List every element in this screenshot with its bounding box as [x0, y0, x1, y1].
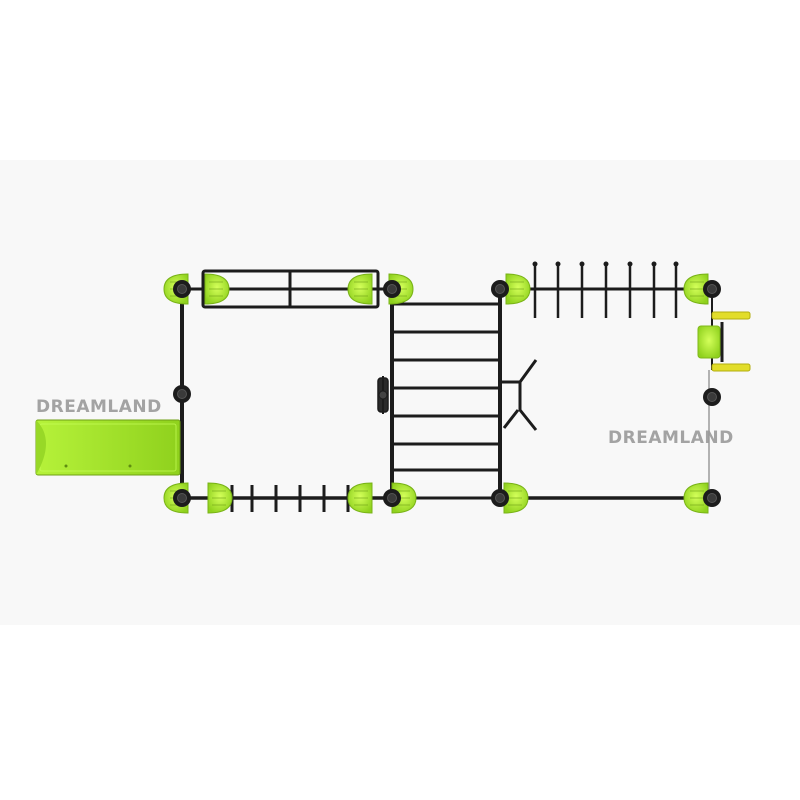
- hanging-rings-top: [532, 261, 679, 318]
- post-cap-inner: [495, 284, 505, 294]
- post-caps: [173, 280, 721, 507]
- post-cap-inner: [177, 284, 187, 294]
- post-cap-inner: [495, 493, 505, 503]
- ring-knob: [555, 261, 561, 267]
- post-cap-inner: [707, 284, 717, 294]
- ring-knob: [579, 261, 585, 267]
- post-cap-inner: [707, 392, 717, 402]
- post-cap-inner: [707, 493, 717, 503]
- post-cap-inner: [387, 284, 397, 294]
- green-corner-panel-icon: [503, 482, 529, 514]
- green-corner-panel-icon: [683, 273, 709, 305]
- green-corner-panel-icon: [207, 482, 233, 514]
- watermark-right: DREAMLAND: [608, 428, 734, 448]
- side-step-bars: [697, 311, 751, 372]
- green-corner-panel-icon: [683, 482, 709, 514]
- bridge-rungs: [392, 330, 500, 472]
- green-corner-panel-icon: [204, 273, 230, 305]
- ring-knob: [673, 261, 679, 267]
- green-corner-panel-icon: [347, 482, 373, 514]
- ring-knob: [627, 261, 633, 267]
- watermark-left: DREAMLAND: [36, 397, 162, 417]
- ring-knob: [603, 261, 609, 267]
- hanging-rings-bottom: [220, 485, 360, 512]
- climbing-grip-icon: [377, 376, 389, 414]
- green-corner-panel-icon: [505, 273, 531, 305]
- slide-icon: [35, 419, 181, 476]
- ring-knob: [532, 261, 538, 267]
- green-corner-panel-icon: [347, 273, 373, 305]
- post-cap-inner: [177, 493, 187, 503]
- post-cap-inner: [387, 493, 397, 503]
- ground-shadow: [0, 160, 800, 625]
- ring-knob: [651, 261, 657, 267]
- post-cap-inner: [177, 389, 187, 399]
- y-handle: [500, 359, 538, 431]
